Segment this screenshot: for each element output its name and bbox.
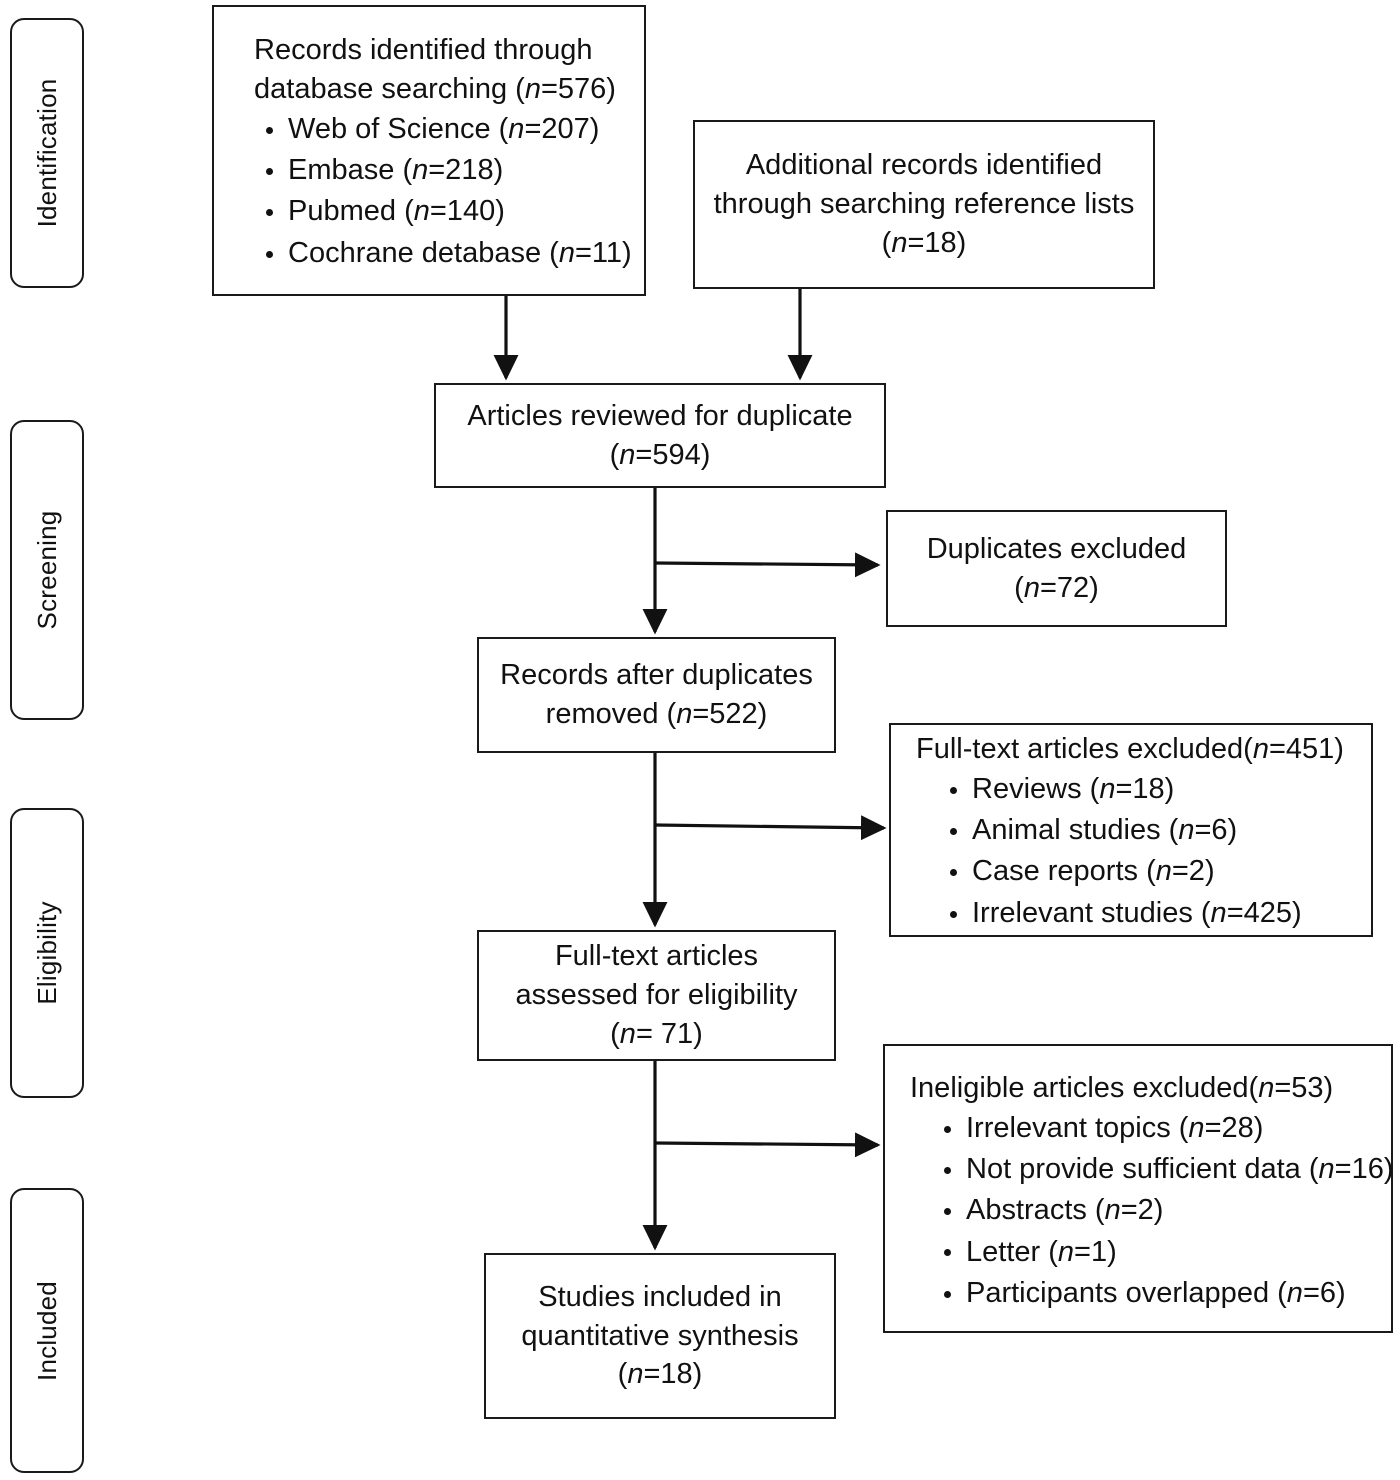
box-records-identified-database: Records identified through database sear… [212,5,646,296]
stage-pill-identification: Identification [10,18,84,288]
stage-label-screening: Screening [32,510,62,630]
list-item: Irrelevant topics (n=28) [932,1108,1385,1149]
box-records-after-duplicates-removed-title: Records after duplicates removed (n=522) [500,659,813,730]
list-item: Abstracts (n=2) [932,1190,1385,1231]
list-item: Irrelevant studies (n=425) [938,893,1363,934]
list-item: Web of Science (n=207) [254,109,626,150]
stage-pill-included: Included [10,1188,84,1473]
box-fulltext-assessed-eligibility-title: Full-text articles assessed for eligibil… [515,940,798,1050]
arrow-branch-ineligible [654,1132,881,1158]
box-duplicates-excluded-title: Duplicates excluded (n=72) [926,532,1187,604]
stage-label-included: Included [32,1280,62,1381]
box-ineligible-articles-excluded-list: Irrelevant topics (n=28) Not provide suf… [910,1108,1394,1314]
box-fulltext-articles-excluded-list: Reviews (n=18) Animal studies (n=6) Case… [916,769,1363,934]
list-item: Not provide sufficient data (n=16) [932,1149,1394,1190]
list-item: Cochrane detabase (n=11) [254,233,632,274]
box-records-after-duplicates-removed: Records after duplicates removed (n=522) [477,637,836,753]
box-articles-reviewed-duplicate: Articles reviewed for duplicate (n=594) [434,383,886,488]
box-ineligible-articles-excluded-title: Ineligible articles excluded(n=53) [910,1072,1334,1105]
box-duplicates-excluded: Duplicates excluded (n=72) [886,510,1227,627]
box-ineligible-articles-excluded: Ineligible articles excluded(n=53) Irrel… [883,1044,1394,1333]
box-records-identified-database-list: Web of Science (n=207) Embase (n=218) Pu… [254,109,632,274]
box-additional-records-title: Additional records identified through se… [713,149,1135,259]
list-item: Pubmed (n=140) [254,191,626,232]
list-item: Case reports (n=2) [938,851,1363,892]
stage-label-eligibility: Eligibility [32,901,62,1005]
list-item: Animal studies (n=6) [938,810,1363,851]
stage-label-identification: Identification [32,78,62,228]
box-fulltext-articles-excluded-title: Full-text articles excluded(n=451) [916,733,1344,766]
list-item: Letter (n=1) [932,1232,1385,1273]
box-studies-included: Studies included in quantitative synthes… [484,1253,836,1419]
list-item: Embase (n=218) [254,150,626,191]
list-item: Participants overlapped (n=6) [932,1273,1385,1314]
box-fulltext-articles-excluded: Full-text articles excluded(n=451) Revie… [889,723,1373,937]
box-articles-reviewed-duplicate-title: Articles reviewed for duplicate (n=594) [467,399,853,471]
list-item: Reviews (n=18) [938,769,1363,810]
box-studies-included-title: Studies included in quantitative synthes… [521,1280,799,1391]
box-records-identified-database-title: Records identified through database sear… [254,34,616,106]
box-additional-records: Additional records identified through se… [693,120,1155,289]
box-fulltext-assessed-eligibility: Full-text articles assessed for eligibil… [477,930,836,1061]
stage-pill-eligibility: Eligibility [10,808,84,1098]
arrow-branch-duplicates [654,552,881,578]
stage-pill-screening: Screening [10,420,84,720]
arrow-branch-fulltext-excluded [654,815,887,841]
